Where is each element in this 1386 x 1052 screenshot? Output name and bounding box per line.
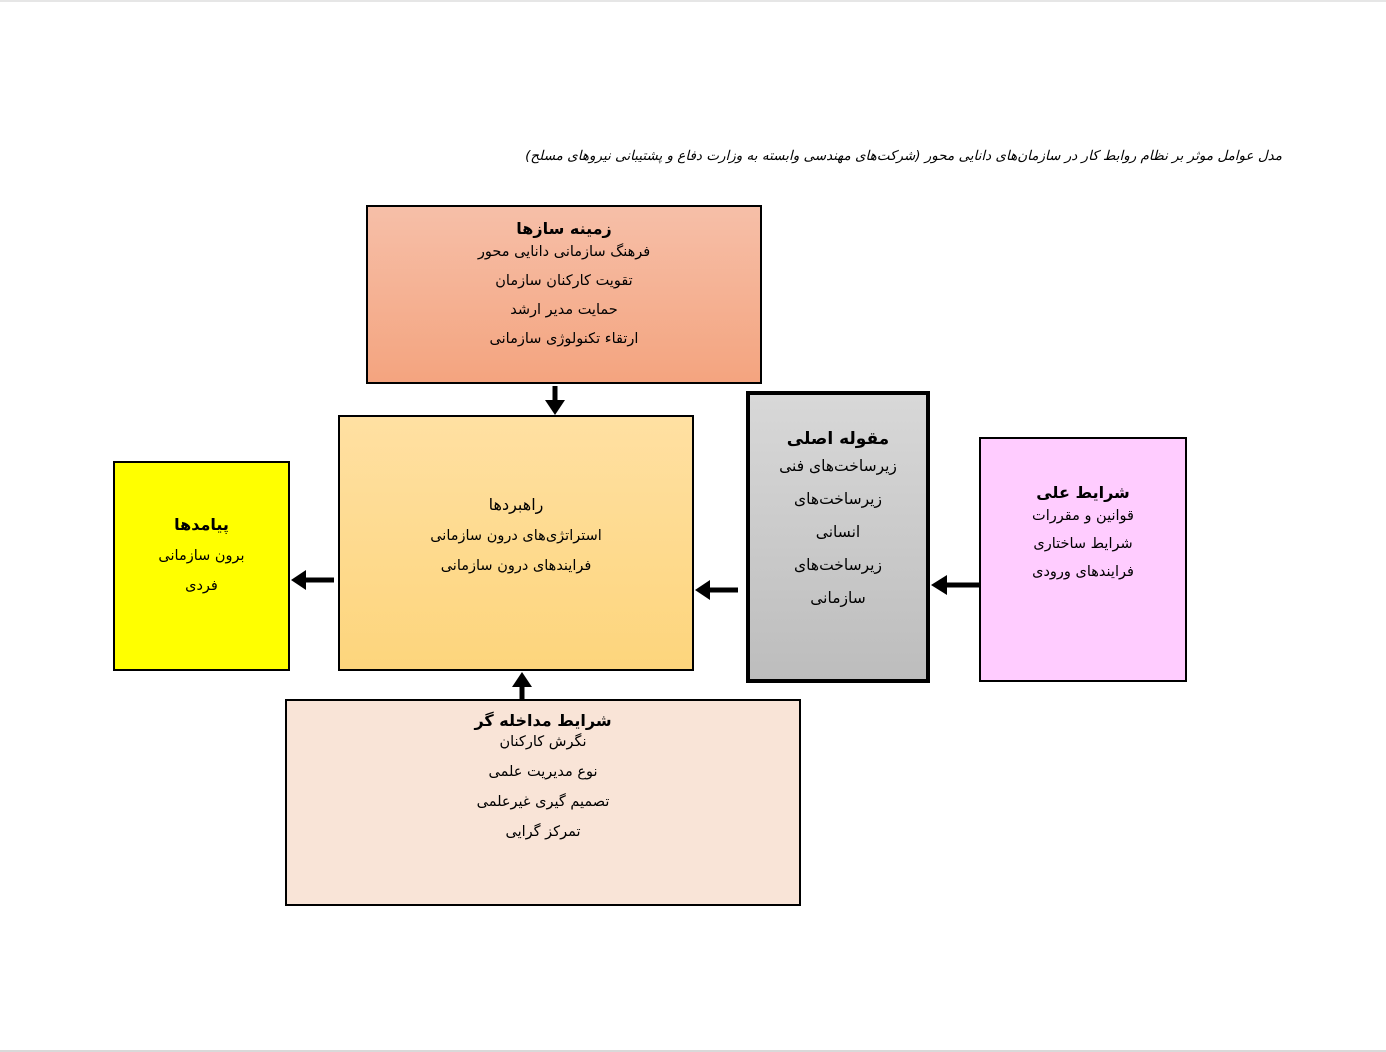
intervening-item: تصمیم گیری غیرعلمی xyxy=(476,794,610,810)
intervening-item: نگرش کارکنان xyxy=(499,734,587,750)
page-bottom-border xyxy=(0,1050,1386,1052)
core-item: انسانی xyxy=(815,523,861,541)
context-heading: زمینه سازها xyxy=(516,219,612,238)
arrow-core-to-strategies xyxy=(695,580,738,600)
arrow-causal-to-core xyxy=(931,575,979,595)
causal-item: قوانین و مقررات xyxy=(1032,508,1134,524)
page-top-border xyxy=(0,0,1386,2)
causal-item: فرایندهای ورودی xyxy=(1032,564,1134,580)
arrow-intervening-to-strategies xyxy=(512,672,532,699)
arrow-strategies-to-outcomes xyxy=(291,570,334,590)
context-item: تقویت کارکنان سازمان xyxy=(495,273,633,289)
causal-heading: شرایط علی xyxy=(1036,483,1130,502)
causal-item: شرایط ساختاری xyxy=(1033,536,1133,552)
intervening-item: نوع مدیریت علمی xyxy=(488,764,598,780)
context-box: زمینه سازها فرهنگ سازمانی دانایی محور تق… xyxy=(366,205,762,384)
intervening-item: تمرکز گرایی xyxy=(505,824,581,840)
outcomes-item: فردی xyxy=(185,578,218,594)
core-item: زیرساخت‌های xyxy=(794,556,882,574)
core-category-box: مقوله اصلی زیرساخت‌های فنی زیرساخت‌های ا… xyxy=(746,391,930,683)
strategies-heading: راهبردها xyxy=(488,495,544,514)
core-item: سازمانی xyxy=(810,589,866,607)
strategies-box: راهبردها استراتژی‌های درون سازمانی فراین… xyxy=(338,415,694,671)
context-item: ارتقاء تکنولوژی سازمانی xyxy=(489,331,639,347)
outcomes-box: پیامدها برون سازمانی فردی xyxy=(113,461,290,671)
context-item: فرهنگ سازمانی دانایی محور xyxy=(477,244,651,260)
core-item: زیرساخت‌های xyxy=(794,490,882,508)
core-item: زیرساخت‌های فنی xyxy=(779,457,897,475)
outcomes-heading: پیامدها xyxy=(174,515,229,534)
intervening-heading: شرایط مداخله گر xyxy=(474,711,612,730)
diagram-title: مدل عوامل موثر بر نظام روابط کار در سازم… xyxy=(525,148,1282,164)
core-heading: مقوله اصلی xyxy=(786,429,890,449)
arrow-context-to-strategies xyxy=(545,386,565,415)
causal-conditions-box: شرایط علی قوانین و مقررات شرایط ساختاری … xyxy=(979,437,1187,682)
strategies-item: استراتژی‌های درون سازمانی xyxy=(430,528,602,544)
strategies-item: فرایندهای درون سازمانی xyxy=(440,558,592,574)
outcomes-item: برون سازمانی xyxy=(158,548,245,564)
intervening-conditions-box: شرایط مداخله گر نگرش کارکنان نوع مدیریت … xyxy=(285,699,801,906)
context-item: حمایت مدیر ارشد xyxy=(510,302,618,318)
